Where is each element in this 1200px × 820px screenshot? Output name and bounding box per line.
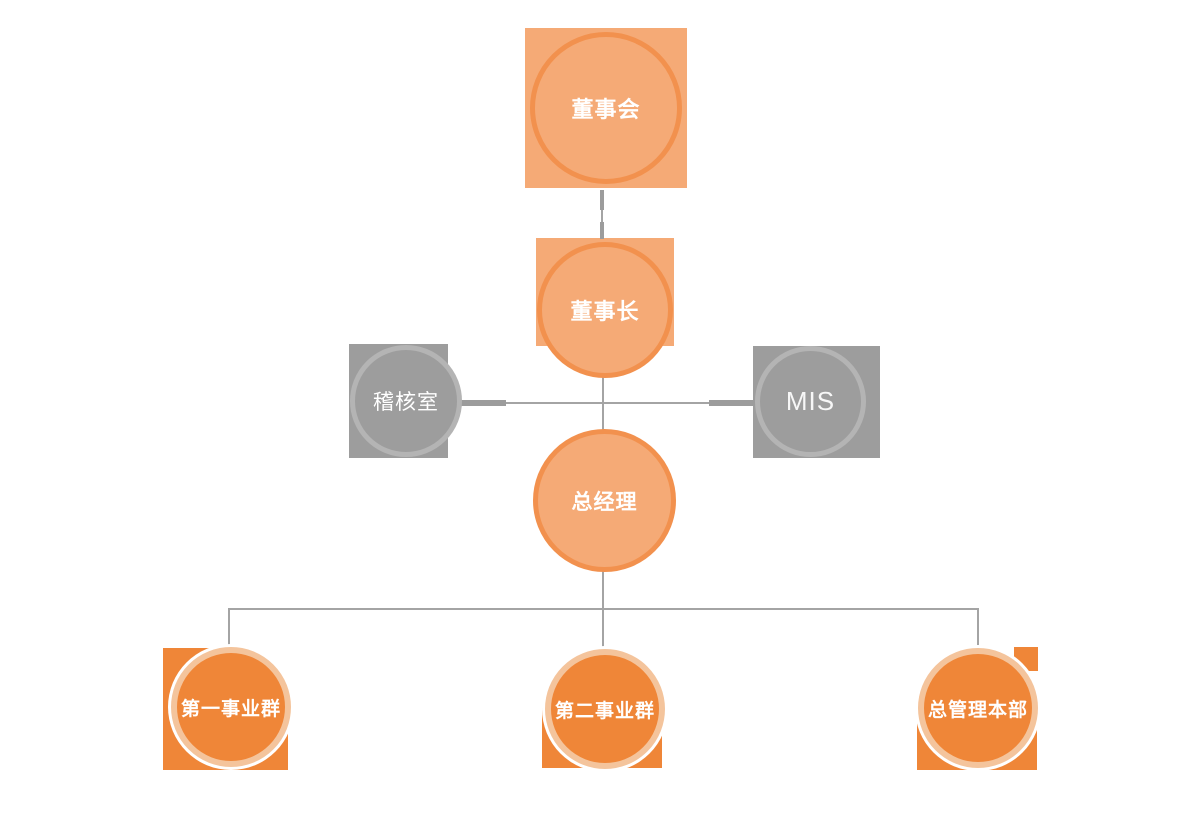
connector-drop-hq [977, 608, 979, 649]
connector-distribution-line [228, 608, 979, 610]
connector-staff-horizontal-line [505, 402, 710, 404]
node-mis-label: MIS [785, 386, 836, 416]
node-gm-label: 总经理 [571, 490, 638, 514]
connector-board-chairman-stub-top [600, 190, 604, 210]
node-mis[interactable]: MIS [755, 346, 866, 457]
node-bg2-label: 第二事业群 [554, 700, 655, 722]
node-board-label: 董事会 [571, 97, 641, 122]
node-chairman-label: 董事长 [570, 299, 640, 324]
node-gm[interactable]: 总经理 [533, 429, 676, 572]
node-bg1[interactable]: 第一事业群 [171, 647, 291, 767]
connector-gm-down-line [602, 570, 604, 609]
connector-chairman-gm-line [602, 377, 604, 430]
connector-board-chairman-stub-bottom [600, 222, 604, 239]
node-chairman[interactable]: 董事长 [537, 242, 673, 378]
node-board[interactable]: 董事会 [530, 32, 682, 184]
node-audit-label: 稽核室 [373, 391, 439, 414]
connector-drop-bg1 [228, 608, 230, 649]
connector-mis-stub [709, 400, 757, 406]
node-hq-label: 总管理本部 [927, 699, 1028, 721]
node-audit[interactable]: 稽核室 [350, 345, 462, 457]
node-bg1-label: 第一事业群 [180, 698, 281, 720]
node-hq[interactable]: 总管理本部 [918, 648, 1038, 768]
connector-audit-stub [459, 400, 506, 406]
connector-board-chairman-line [601, 210, 603, 222]
node-bg2[interactable]: 第二事业群 [545, 649, 665, 769]
connector-drop-bg2 [602, 608, 604, 651]
